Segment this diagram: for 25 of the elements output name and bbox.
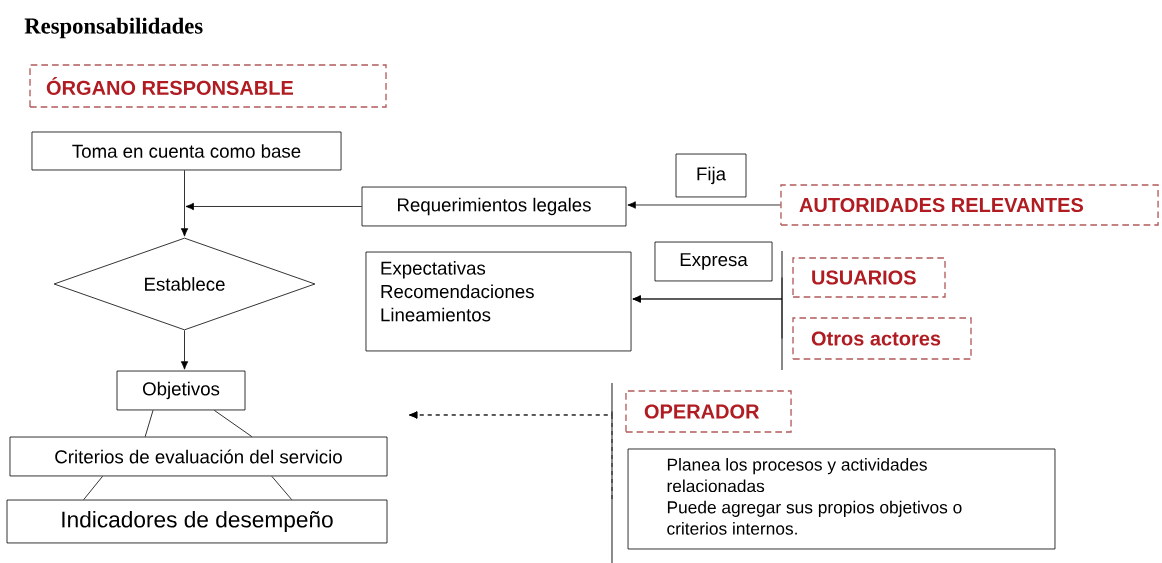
process-box: Criterios de evaluación del servicio xyxy=(9,436,388,477)
arrow xyxy=(185,202,362,211)
text-box: Fija xyxy=(675,153,747,198)
connector-line xyxy=(83,475,103,501)
arrow xyxy=(632,295,783,339)
arrow xyxy=(409,411,613,500)
dashed-box: Otros actores xyxy=(792,317,972,360)
arrow xyxy=(627,201,781,209)
connector-line xyxy=(271,475,293,501)
process-box: Objetivos xyxy=(116,370,246,411)
connector-line xyxy=(213,409,253,438)
connector-line xyxy=(144,409,154,438)
text-box: Expresa xyxy=(654,241,773,282)
title: Responsabilidades xyxy=(24,17,203,39)
arrow xyxy=(180,330,189,370)
dashed-box: OPERADOR xyxy=(625,390,792,433)
arrow xyxy=(180,170,189,237)
dashed-box: USUARIOS xyxy=(792,257,946,298)
process-box: Toma en cuenta como base xyxy=(31,131,342,171)
dashed-box: AUTORIDADES RELEVANTES xyxy=(780,184,1159,226)
process-box: Planea los procesos y actividades relacionadas Puede agregar sus propios objetivos o criterios internos. xyxy=(627,448,1056,550)
process-box: Indicadores de desempeño xyxy=(6,499,388,544)
process-box: Requerimientos legales xyxy=(361,186,627,227)
dashed-box: ÓRGANO RESPONSABLE xyxy=(29,64,387,108)
process-box: Expectativas Recomendaciones Lineamientos xyxy=(365,251,632,352)
